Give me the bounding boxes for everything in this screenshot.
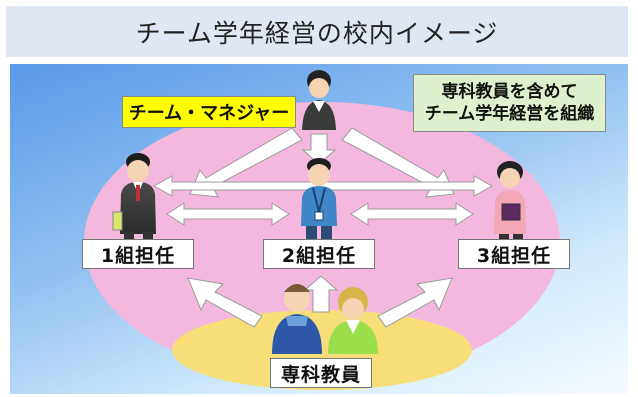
arrow-manager-to-class3 [341, 127, 455, 198]
callout-box: 専科教員を含めて チーム学年経営を組織 [413, 74, 606, 132]
callout-line-1: 専科教員を含めて [441, 82, 578, 102]
arrow-manager-to-class1 [189, 127, 303, 198]
class1-teacher-icon [112, 153, 156, 242]
manager-label: チーム・マネジャー [122, 96, 296, 128]
class3-teacher-icon [494, 161, 526, 242]
class3-label: 3組担任 [458, 239, 570, 269]
arrow-class1-class2 [166, 202, 290, 226]
arrow-specialists-to-class1 [187, 277, 263, 328]
class2-label: 2組担任 [263, 239, 375, 269]
arrow-manager-to-class2 [301, 133, 337, 165]
class2-teacher-icon [301, 158, 337, 240]
diagram-panel: チーム・マネジャー 専科教員を含めて チーム学年経営を組織 1組担任 2組担任 … [10, 64, 628, 394]
arrow-class2-class3 [350, 202, 474, 226]
arrow-class1-class3 [152, 175, 494, 197]
specialist-teachers-icon [272, 284, 378, 354]
title-bar: チーム学年経営の校内イメージ [6, 6, 628, 57]
page-title: チーム学年経営の校内イメージ [135, 18, 499, 48]
specialist-ellipse [172, 310, 472, 390]
specialist-label: 専科教員 [270, 358, 372, 388]
arrow-specialists-to-class2 [303, 275, 339, 313]
arrow-specialists-to-class3 [377, 277, 453, 328]
callout-line-2: チーム学年経営を組織 [424, 104, 595, 124]
manager-figure-icon [302, 70, 336, 130]
class1-label: 1組担任 [82, 239, 194, 269]
